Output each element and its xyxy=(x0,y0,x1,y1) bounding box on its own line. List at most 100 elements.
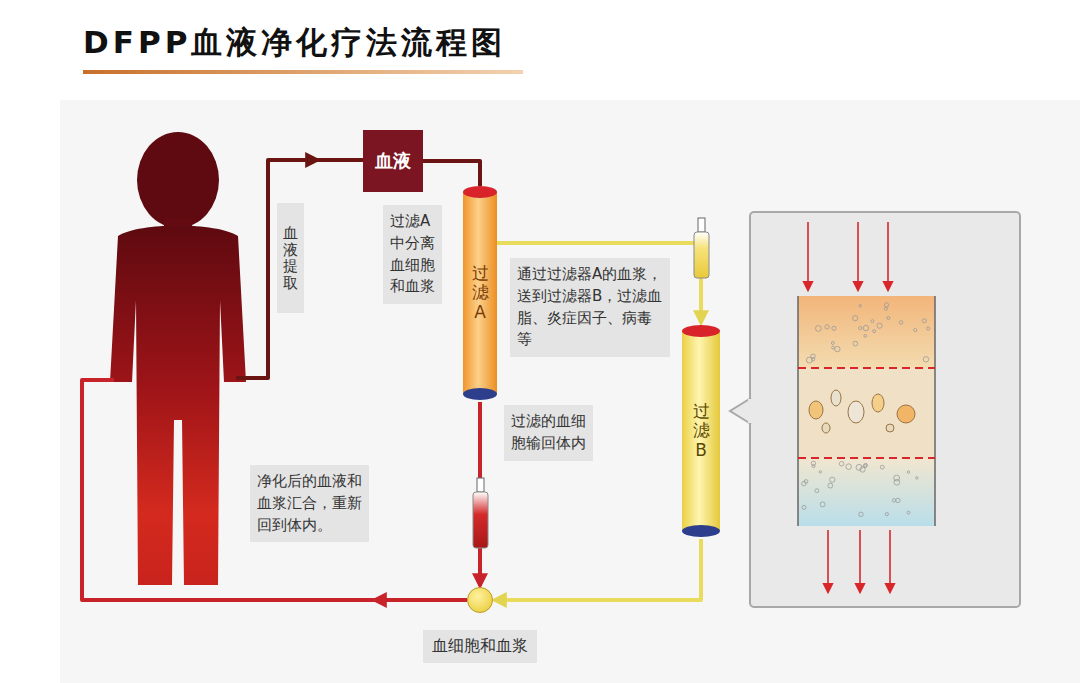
plasma-particle xyxy=(923,357,928,362)
flow-arrow-in xyxy=(807,222,809,290)
filter-inset xyxy=(730,212,1020,607)
inset-panel xyxy=(750,212,1020,607)
cylinder-base xyxy=(463,388,497,400)
diagram-title: DFPP血液净化疗法流程图 xyxy=(83,22,506,64)
particle xyxy=(886,424,894,432)
syringe-cap xyxy=(477,478,484,492)
blood-box: 血液 xyxy=(363,130,423,192)
plasma-particle xyxy=(859,326,862,329)
plasma-particle xyxy=(830,477,835,482)
syringe-tube xyxy=(694,232,709,278)
filter-column: 过滤B xyxy=(682,325,720,537)
plasma-particle xyxy=(922,319,926,323)
flow-arrow-in xyxy=(857,222,859,290)
node-text: 过滤A xyxy=(472,264,489,323)
membrane-wall xyxy=(797,296,799,526)
return-line xyxy=(374,598,467,602)
plasma-particle xyxy=(828,483,833,488)
inset-pointer-joint xyxy=(748,399,753,423)
plasma-particle xyxy=(884,307,887,310)
node-text: 净化后的血液和血浆汇合，重新回到体内。 xyxy=(257,471,362,536)
particle xyxy=(809,401,823,419)
blood-out-line xyxy=(312,158,363,162)
node-text: 通过过滤器A的血浆，送到过滤器B，过滤血脂、炎症因子、病毒等 xyxy=(517,264,663,351)
plasma-particle xyxy=(802,505,806,509)
cylinder-cap xyxy=(463,186,497,198)
plasma-particle xyxy=(871,320,874,323)
plasma-particle xyxy=(896,498,900,502)
node-text: 血液提取 xyxy=(283,225,298,291)
plasma-particle xyxy=(839,461,844,466)
flow-connector xyxy=(423,161,480,186)
note-box: 血液提取 xyxy=(277,203,304,313)
plasma-particle xyxy=(802,481,807,486)
plasma-particle xyxy=(811,358,814,361)
plasma-particle xyxy=(820,502,825,507)
membrane-top xyxy=(798,296,935,368)
inset-pointer xyxy=(730,398,751,424)
cylinder-body xyxy=(682,331,720,531)
plasma-particle xyxy=(880,465,884,469)
plasma-particle xyxy=(916,477,918,479)
plasma-particle xyxy=(873,330,876,333)
node-text: 过滤B xyxy=(693,402,710,461)
note-box: 通过过滤器A的血浆，送到过滤器B，过滤血脂、炎症因子、病毒等 xyxy=(510,258,670,357)
plasma-particle xyxy=(859,304,862,307)
flow-arrow-out xyxy=(859,530,861,592)
plasma-particle xyxy=(825,325,829,329)
plasma-particle xyxy=(892,499,895,502)
plasma-particle xyxy=(819,471,821,473)
flow-arrow-in xyxy=(887,222,889,290)
flow-arrow-out xyxy=(827,530,829,592)
return-line xyxy=(82,380,380,600)
junction-label: 血细胞和血浆 xyxy=(423,630,537,663)
membrane-wall xyxy=(934,296,936,526)
plasma-particle xyxy=(927,327,930,330)
plasma-particle xyxy=(885,513,888,516)
plasma-particle xyxy=(899,321,903,325)
particle xyxy=(822,423,830,433)
node-text: 过滤A中分离血细胞和血浆 xyxy=(390,211,435,298)
plasma-particle xyxy=(887,316,890,319)
plasma-particle xyxy=(853,341,858,346)
plasma-particle xyxy=(853,316,858,321)
particle xyxy=(872,394,884,412)
node-text: 过滤的血细胞输回体内 xyxy=(511,411,586,455)
person-head xyxy=(137,132,219,228)
plasma-particles xyxy=(802,303,930,517)
plasma-particle xyxy=(846,464,852,470)
plasma-particle xyxy=(864,334,867,337)
plasma-particle xyxy=(863,325,868,330)
note-box: 过滤A中分离血细胞和血浆 xyxy=(383,205,442,304)
plasma-particle xyxy=(877,323,882,328)
plasma-particle xyxy=(815,489,819,493)
trapped-particles xyxy=(809,390,915,433)
plasma-particle xyxy=(831,342,834,345)
flow-arrows xyxy=(808,222,890,592)
junction-circle: 血细胞和血浆 xyxy=(467,587,493,613)
plasma-particle xyxy=(894,479,900,485)
flow-arrow-out xyxy=(889,530,891,592)
syringe-tube xyxy=(473,492,488,548)
particle xyxy=(897,405,915,423)
membrane-boundary xyxy=(798,457,935,459)
background-panel xyxy=(60,100,1080,683)
plasma-particle xyxy=(835,346,840,351)
flow-connector xyxy=(494,539,701,600)
plasma-particle xyxy=(884,303,888,307)
particle xyxy=(831,390,841,406)
plasma-particle xyxy=(859,512,864,517)
cylinder-cap xyxy=(682,325,720,337)
syringe-cap xyxy=(698,218,705,232)
plasma-particle xyxy=(907,511,910,514)
plasma-particle xyxy=(914,329,917,332)
membrane-middle xyxy=(798,368,935,458)
plasma-syringe xyxy=(694,218,709,278)
plasma-particle xyxy=(815,326,821,332)
plasma-particle xyxy=(832,326,836,330)
note-box: 净化后的血液和血浆汇合，重新回到体内。 xyxy=(250,465,369,542)
membrane-bottom xyxy=(798,458,935,526)
plasma-particle xyxy=(864,463,867,466)
membrane-boundary xyxy=(798,367,935,369)
person-body xyxy=(110,226,246,586)
